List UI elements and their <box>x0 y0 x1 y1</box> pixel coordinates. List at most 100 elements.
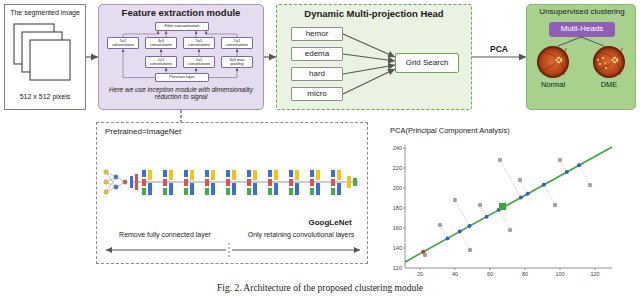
arrow-label: Remove fully connected layer <box>107 231 223 239</box>
box-label: Mutil-Heads <box>561 25 604 34</box>
neural-net-icon <box>104 170 127 194</box>
module-note: Here we use inception module with dimens… <box>105 86 257 101</box>
connector <box>264 56 276 57</box>
box-fill <box>291 87 343 101</box>
googlenet-figure <box>130 170 358 195</box>
layer-box: 5x5 convolutions <box>183 37 215 49</box>
size-note: 512 x 512 pixels <box>8 93 82 101</box>
panel-title: The segmented image <box>8 9 82 17</box>
panel-title: Dynamic Multi-projection Head <box>281 9 467 20</box>
chart-title: PCA(Principal Component Analysis) <box>390 127 510 135</box>
head-panel: hemor edema hard micro Grid Search Dynamic Mu… <box>276 4 472 110</box>
axis-tick: 180 <box>393 205 402 211</box>
retina-normal <box>537 46 569 78</box>
figure-caption: Fig. 2. Architecture of the proposed clu… <box>0 283 640 293</box>
zoom-panel: Pretrained=ImageNetGoogLeNetRemove fully… <box>96 122 368 264</box>
box-fill <box>221 37 253 49</box>
box-fill <box>183 56 215 68</box>
pretrain-note: Pretrained=ImageNet <box>105 128 265 137</box>
axis-tick: 120 <box>590 271 599 277</box>
class-label: DME <box>601 81 618 89</box>
connector <box>199 49 200 56</box>
box-label: 3x3 convolutions <box>147 39 175 48</box>
connector <box>343 69 395 94</box>
layer-box: Previous layer <box>155 73 209 82</box>
box-label: Previous layer <box>169 75 194 79</box>
box-fill <box>291 67 343 81</box>
connector <box>237 49 238 56</box>
box-label: 3x3 max pooling <box>223 58 251 67</box>
box-fill <box>276 4 472 110</box>
box-label: hemor <box>306 30 329 39</box>
connector <box>209 68 237 78</box>
connector <box>86 56 98 57</box>
box-fill <box>291 27 343 41</box>
axis-tick: 140 <box>393 245 402 251</box>
box-label: hard <box>309 70 325 79</box>
input-image-panel: The segmented image 512 x 512 pixels <box>4 4 86 110</box>
box-fill <box>549 22 615 37</box>
box-fill <box>96 122 368 264</box>
layer-box: 1x1 convolutions <box>145 56 177 68</box>
box-fill <box>155 22 209 31</box>
box-fill <box>526 4 636 110</box>
box-label: micro <box>307 90 327 99</box>
box-fill <box>98 4 264 110</box>
axis-tick: 20 <box>417 271 423 277</box>
box-label: Filter concatenation <box>165 24 200 28</box>
axis-tick: 100 <box>555 271 564 277</box>
connector <box>161 49 162 56</box>
box-label: edema <box>305 50 329 59</box>
layer-box: 1x1 convolutions <box>221 37 253 49</box>
search-box: Grid Search <box>395 53 459 73</box>
axis-tick: 40 <box>452 271 458 277</box>
axis-tick: 120 <box>393 265 402 271</box>
layer-box: 3x3 max pooling <box>221 56 253 68</box>
box-label: Grid Search <box>406 59 449 68</box>
connector <box>343 34 395 57</box>
box-label: 1x1 convolutions <box>147 58 175 67</box>
box-label: 5x5 convolutions <box>185 39 213 48</box>
box-label: 1x1 convolutions <box>185 58 213 67</box>
class-label: Normal <box>541 81 565 89</box>
axis-tick: 60 <box>487 271 493 277</box>
arrow-label: Only retaining convolutional layers <box>237 231 365 239</box>
heads-box: Mutil-Heads <box>549 22 615 37</box>
head-box: hemor <box>291 27 343 41</box>
box-fill <box>395 53 459 73</box>
box-fill <box>291 47 343 61</box>
axis-tick: 220 <box>393 165 402 171</box>
network-name: GoogLeNet <box>297 219 363 228</box>
box-fill <box>107 37 139 49</box>
axis-tick: 200 <box>393 185 402 191</box>
connector <box>180 110 181 122</box>
panel-title: Unsupervised clustering <box>530 8 634 17</box>
head-split-lines <box>558 37 604 46</box>
edge-label: PCA <box>490 45 508 54</box>
layer-box: 1x1 convolutions <box>183 56 215 68</box>
panel-title: Feature extraction module <box>103 8 259 19</box>
image-stack <box>14 24 70 80</box>
box-label: 1x1 convolutions <box>223 39 251 48</box>
pca-chart <box>403 145 612 270</box>
head-box: edema <box>291 47 343 61</box>
box-fill <box>221 56 253 68</box>
box-label: 1x1 convolutions <box>109 39 137 48</box>
module-panel: Filter concatenation 1x1 convolutions 3x3 … <box>98 4 264 110</box>
layer-arrows <box>106 243 360 258</box>
layer-box: 3x3 convolutions <box>145 37 177 49</box>
box-fill <box>183 37 215 49</box>
retina-dme <box>593 46 625 78</box>
head-box: micro <box>291 87 343 101</box>
box-fill <box>145 37 177 49</box>
axis-tick: 80 <box>522 271 528 277</box>
connector <box>343 54 395 61</box>
axis-tick: 240 <box>393 145 402 151</box>
axis-tick: 160 <box>393 225 402 231</box>
cluster-panel: Mutil-Heads Unsupervised clustering <box>526 4 636 110</box>
layer-box: 1x1 convolutions <box>107 37 139 49</box>
layer-box: Filter concatenation <box>155 22 209 31</box>
